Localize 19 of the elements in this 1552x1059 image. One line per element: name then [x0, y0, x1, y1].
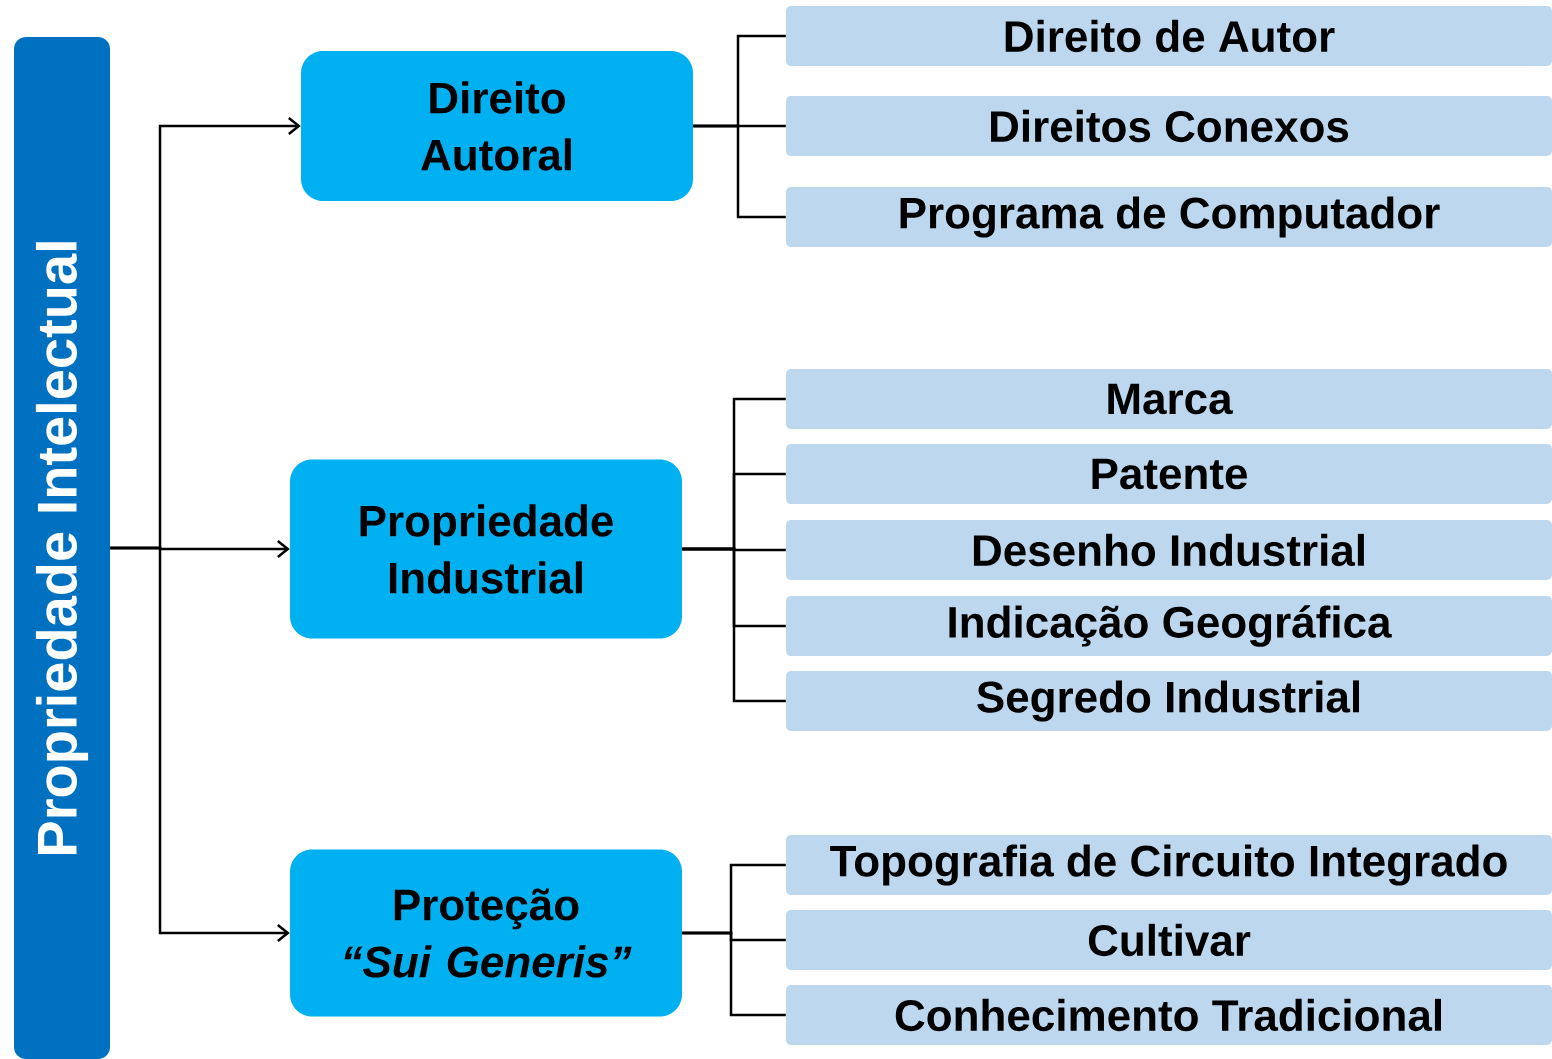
- item-box: Indicação Geográfica: [786, 596, 1552, 656]
- item-box: Marca: [786, 369, 1552, 429]
- category-box: Proteção “Sui Generis”: [290, 849, 682, 1017]
- connector: [682, 931, 786, 1017]
- vertical-title-box: Propriedade Intelectual: [14, 37, 110, 1059]
- item-box: Programa de Computador: [786, 187, 1552, 247]
- item-box: Desenho Industrial: [786, 520, 1552, 580]
- connector: [682, 547, 786, 703]
- category-box: Propriedade Industrial: [290, 459, 682, 639]
- item-box: Direitos Conexos: [786, 96, 1552, 156]
- item-box: Cultivar: [786, 910, 1552, 970]
- item-box: Direito de Autor: [786, 6, 1552, 66]
- category-box: Direito Autoral: [301, 51, 693, 201]
- item-box: Topografia de Circuito Integrado: [786, 835, 1552, 895]
- connector: [693, 124, 786, 219]
- item-box: Patente: [786, 444, 1552, 504]
- connector: [110, 546, 290, 942]
- item-box: Conhecimento Tradicional: [786, 985, 1552, 1045]
- item-box: Segredo Industrial: [786, 671, 1552, 731]
